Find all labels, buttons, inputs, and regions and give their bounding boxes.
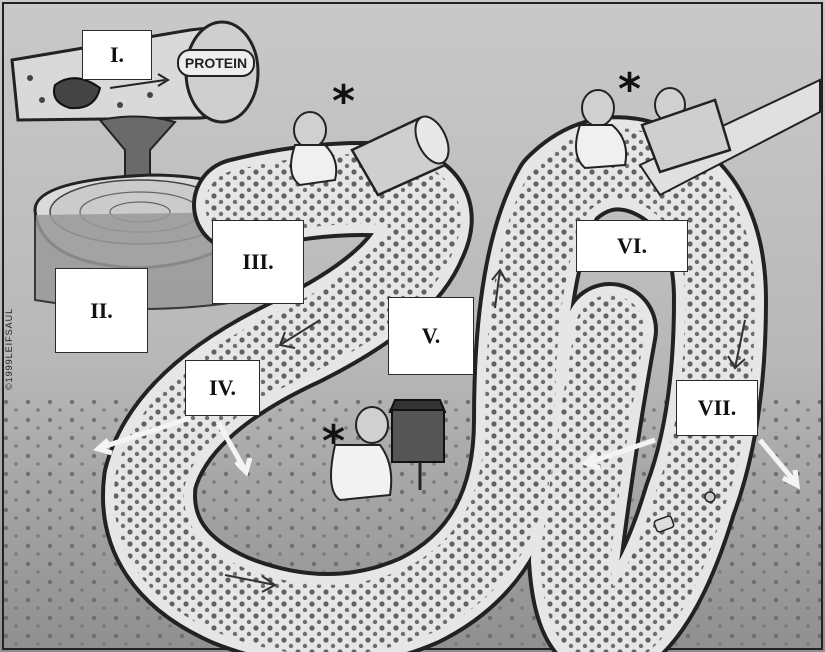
marker-asterisk-middle: * (322, 420, 345, 464)
can-label: PROTEIN (185, 55, 247, 71)
label-box-ii: II. (55, 268, 148, 353)
label-box-i: I. (82, 30, 152, 80)
label-box-vi: VI. (576, 220, 688, 272)
label-box-iii: III. (212, 220, 304, 304)
marker-asterisk-top-right: * (618, 68, 641, 112)
label-box-iv: IV. (185, 360, 260, 416)
credit-text: ©1999LEIFSAUL (4, 308, 14, 390)
label-box-vii: VII. (676, 380, 758, 436)
marker-asterisk-top-center: * (332, 80, 355, 124)
label-box-v: V. (388, 297, 474, 375)
